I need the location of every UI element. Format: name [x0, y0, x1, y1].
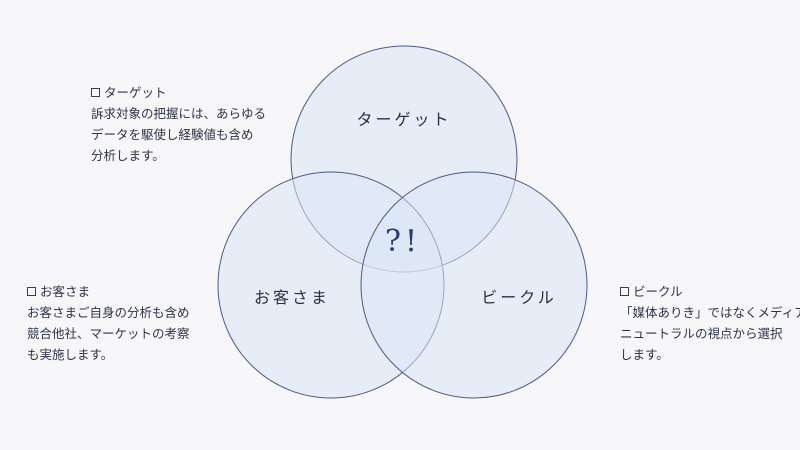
note-customer-heading: お客さま: [27, 281, 190, 302]
note-target-line: 分析します。: [91, 148, 165, 163]
note-target: ターゲット 訴求対象の把握には、あらゆる データを駆使し経験値も含め 分析します…: [91, 82, 266, 166]
circle-label-vehicle: ビークル: [481, 288, 557, 307]
square-bullet-icon: [27, 287, 36, 296]
note-target-line: データを駆使し経験値も含め: [91, 127, 254, 142]
note-customer-line: 競合他社、マーケットの考察: [27, 326, 190, 341]
venn-circles: [217, 45, 588, 399]
note-vehicle-line: 「媒体ありき」ではなくメディア: [620, 305, 800, 320]
circle-label-target: ターゲット: [356, 110, 451, 129]
note-target-line: 訴求対象の把握には、あらゆる: [91, 106, 267, 121]
note-target-heading: ターゲット: [91, 82, 266, 103]
circle-label-customer: お客さま: [254, 288, 330, 307]
note-target-title: ターゲット: [104, 85, 167, 100]
note-customer: お客さま お客さまご自身の分析も含め 競合他社、マーケットの考察 も実施します。: [27, 281, 190, 365]
note-vehicle-line: ニュートラルの視点から選択: [620, 326, 783, 341]
note-vehicle: ビークル 「媒体ありき」ではなくメディア ニュートラルの視点から選択 します。: [620, 281, 800, 365]
note-vehicle-line: します。: [620, 347, 669, 362]
note-customer-line: も実施します。: [27, 347, 114, 362]
note-vehicle-heading: ビークル: [620, 281, 800, 302]
note-customer-line: お客さまご自身の分析も含め: [27, 305, 190, 320]
square-bullet-icon: [620, 287, 629, 296]
note-vehicle-title: ビークル: [633, 284, 683, 299]
note-customer-title: お客さま: [40, 284, 91, 299]
square-bullet-icon: [91, 88, 100, 97]
center-mark: ?!: [385, 224, 421, 259]
circle-vehicle: [360, 171, 588, 399]
